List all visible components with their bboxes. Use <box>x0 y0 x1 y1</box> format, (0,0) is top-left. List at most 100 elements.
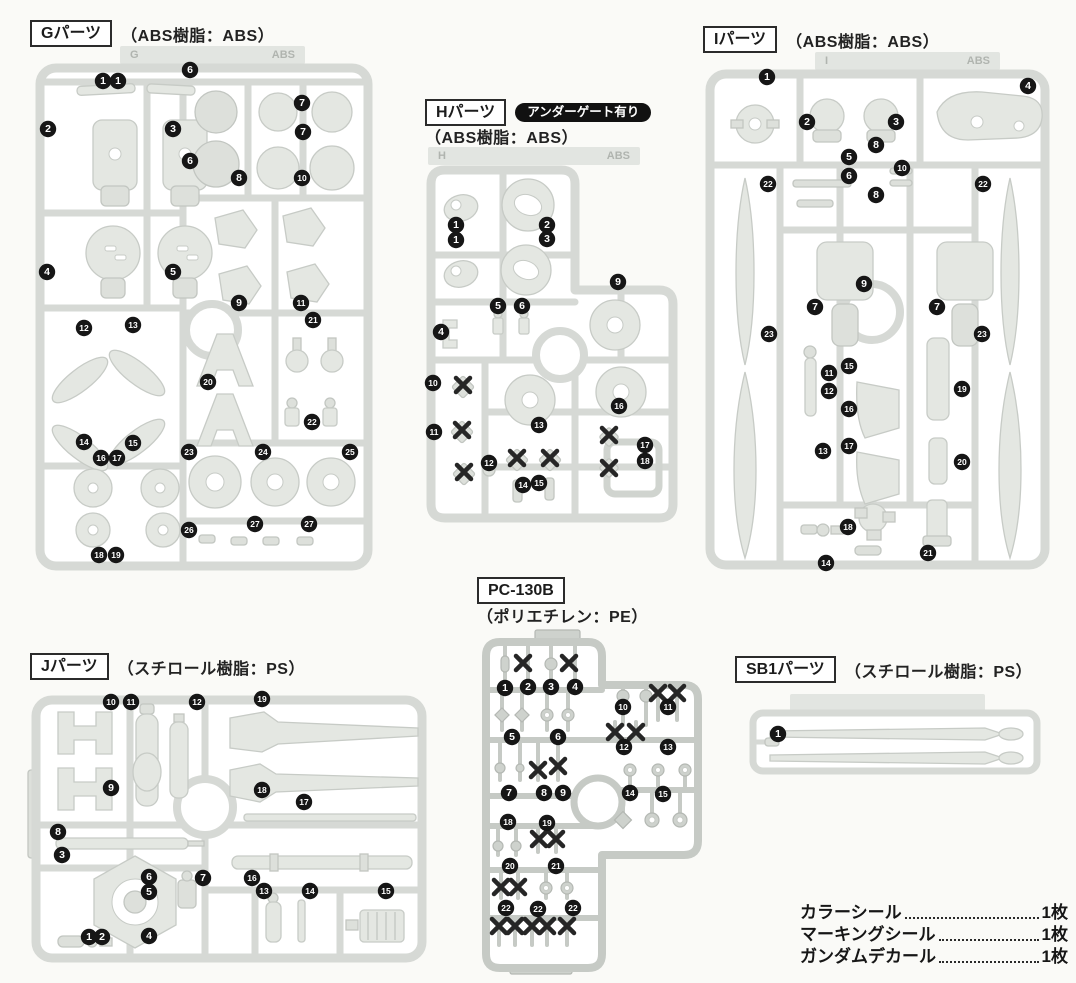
part-number-badge: 4 <box>566 678 584 696</box>
svg-text:13: 13 <box>818 446 828 456</box>
part-number-badge: 10 <box>293 169 311 187</box>
part-number-badge: 5 <box>503 728 521 746</box>
part-number-badge: 10 <box>102 693 120 711</box>
part-number-badge: 24 <box>254 443 272 461</box>
svg-text:23: 23 <box>764 329 774 339</box>
part-number-badge: 7 <box>500 784 518 802</box>
sheet-count: 1枚 <box>1041 925 1068 944</box>
part-number-badge: 3 <box>542 678 560 696</box>
unused-part-x-mark <box>540 448 560 468</box>
part-number-badge: 18 <box>90 546 108 564</box>
part-number-badge: 21 <box>304 311 322 329</box>
undergate-note-badge: アンダーゲート有り <box>515 103 652 122</box>
svg-text:9: 9 <box>236 297 242 309</box>
svg-text:20: 20 <box>957 457 967 467</box>
svg-text:8: 8 <box>873 139 879 151</box>
part-number-badge: 22 <box>303 413 321 431</box>
svg-text:22: 22 <box>978 179 988 189</box>
sheet-count: 1枚 <box>1041 947 1068 966</box>
material-j: （スチロール樹脂：PS） <box>117 660 305 678</box>
svg-text:23: 23 <box>184 447 194 457</box>
runner-label-g: Gパーツ <box>30 20 113 47</box>
molded-tag-sb1 <box>790 694 985 712</box>
part-number-badge: 14 <box>301 882 319 900</box>
unused-part-x-mark <box>513 653 533 673</box>
svg-text:20: 20 <box>203 377 213 387</box>
part-number-badge: 2 <box>39 120 57 138</box>
dotted-leader <box>938 939 1039 941</box>
part-number-badge: 15 <box>840 357 858 375</box>
section-header-h2: （ABS樹脂：ABS） <box>425 124 578 148</box>
part-number-badge: 8 <box>867 186 885 204</box>
part-number-badge: 11 <box>820 364 838 382</box>
part-number-badge: 13 <box>659 738 677 756</box>
part-number-badge: 14 <box>514 476 532 494</box>
part-number-badge: 10 <box>614 698 632 716</box>
part-number-badge: 4 <box>140 927 158 945</box>
svg-text:10: 10 <box>618 702 628 712</box>
svg-text:18: 18 <box>503 817 513 827</box>
material-pc: （ポリエチレン：PE） <box>477 609 648 626</box>
svg-text:3: 3 <box>544 233 550 245</box>
part-number-badge: 1 <box>109 72 127 90</box>
svg-text:5: 5 <box>146 886 152 898</box>
svg-text:4: 4 <box>1025 80 1031 92</box>
svg-text:3: 3 <box>59 849 65 861</box>
part-number-badge: 9 <box>102 779 120 797</box>
svg-text:7: 7 <box>506 787 512 799</box>
part-number-badge: 12 <box>75 319 93 337</box>
svg-text:11: 11 <box>825 368 834 378</box>
runner-diagram-sb1: 1 <box>749 709 1041 775</box>
material-sb1: （スチロール樹脂：PS） <box>844 663 1033 681</box>
svg-text:1: 1 <box>453 234 459 246</box>
svg-text:25: 25 <box>345 447 355 457</box>
section-header-h: Hパーツ アンダーゲート有り <box>425 99 652 126</box>
part-number-badge: 22 <box>759 175 777 193</box>
section-header-sb1: SB1パーツ （スチロール樹脂：PS） <box>735 656 1032 683</box>
part-number-badge: 6 <box>549 728 567 746</box>
unused-part-x-mark <box>599 425 619 445</box>
svg-text:1: 1 <box>502 682 508 694</box>
svg-text:8: 8 <box>55 826 61 838</box>
section-header-i: Iパーツ （ABS樹脂：ABS） <box>703 26 939 53</box>
svg-text:9: 9 <box>108 782 114 794</box>
section-header-j: Jパーツ （スチロール樹脂：PS） <box>30 653 305 680</box>
svg-text:16: 16 <box>844 404 854 414</box>
svg-text:1: 1 <box>764 71 770 83</box>
part-number-badge: 1 <box>94 72 112 90</box>
svg-text:12: 12 <box>79 323 89 333</box>
part-number-badge: 25 <box>341 443 359 461</box>
svg-text:14: 14 <box>305 886 315 896</box>
unused-part-x-mark <box>529 829 549 849</box>
part-number-badge: 17 <box>636 436 654 454</box>
dotted-leader <box>904 917 1039 919</box>
part-number-badge: 14 <box>75 433 93 451</box>
runner-label-sb1: SB1パーツ <box>735 656 836 683</box>
part-number-badge: 8 <box>49 823 67 841</box>
part-number-badge: 15 <box>654 785 672 803</box>
part-number-badge: 1 <box>447 231 465 249</box>
part-number-badge: 1 <box>80 928 98 946</box>
svg-text:9: 9 <box>560 787 566 799</box>
list-item: ガンダムデカール 1枚 <box>800 946 1068 968</box>
svg-text:15: 15 <box>534 478 544 488</box>
svg-text:10: 10 <box>106 697 116 707</box>
part-number-badge: 2 <box>519 678 537 696</box>
svg-text:15: 15 <box>128 438 138 448</box>
part-number-badge: 11 <box>425 423 443 441</box>
svg-text:10: 10 <box>428 378 438 388</box>
part-number-badge: 9 <box>609 273 627 291</box>
part-number-badge: 4 <box>38 263 56 281</box>
part-number-badge: 19 <box>538 814 556 832</box>
svg-text:12: 12 <box>619 742 629 752</box>
svg-text:18: 18 <box>94 550 104 560</box>
part-number-badge: 19 <box>107 546 125 564</box>
part-number-badge: 19 <box>253 690 271 708</box>
list-item: マーキングシール 1枚 <box>800 924 1068 946</box>
tag-letter: G <box>130 49 139 61</box>
part-number-badge: 8 <box>230 169 248 187</box>
part-number-badge: 16 <box>610 397 628 415</box>
part-number-badge: 2 <box>538 216 556 234</box>
svg-text:3: 3 <box>170 123 176 135</box>
runner-label-i: Iパーツ <box>703 26 778 53</box>
